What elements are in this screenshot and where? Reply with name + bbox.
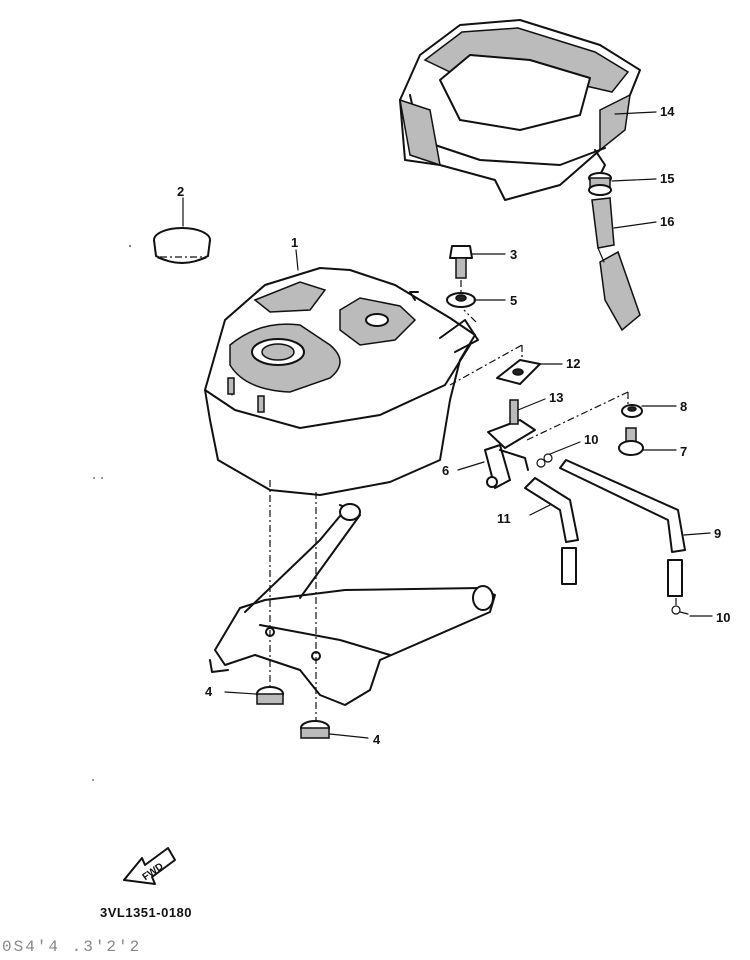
part-2-fuel-cap — [153, 227, 211, 264]
part-5-damper — [446, 292, 476, 308]
label-part-14: 14 — [660, 104, 675, 119]
label-part-7: 7 — [680, 444, 687, 459]
part-15-grommet — [588, 172, 612, 196]
forward-direction-arrow: FWD — [123, 847, 176, 885]
part-6-fuel-cock — [484, 399, 536, 489]
label-part-16: 16 — [660, 214, 674, 229]
label-part-3: 3 — [510, 247, 517, 262]
label-part-1: 1 — [291, 235, 298, 250]
label-part-13: 13 — [549, 390, 563, 405]
part-12-gasket — [496, 359, 541, 385]
part-9-vacuum-hose — [559, 459, 686, 597]
part-1-fuel-tank — [204, 267, 479, 496]
footer-noise-text: 0S4'4 .3'2'2 — [2, 938, 141, 956]
label-part-2: 2 — [177, 184, 184, 199]
label-part-10-upper: 10 — [584, 432, 598, 447]
label-part-11: 11 — [497, 511, 511, 526]
label-part-9: 9 — [714, 526, 721, 541]
label-part-15: 15 — [660, 171, 674, 186]
specks — [92, 245, 131, 781]
label-part-10-lower: 10 — [716, 610, 730, 625]
label-part-4-right: 4 — [373, 732, 381, 747]
part-11-fuel-hose — [524, 477, 579, 585]
label-part-12: 12 — [566, 356, 580, 371]
part-number-labels: 1 2 3 4 4 5 6 7 8 9 10 10 11 12 13 14 15… — [177, 104, 730, 747]
label-part-4-left: 4 — [205, 684, 213, 699]
frame-member — [209, 503, 496, 706]
part-14-shroud — [399, 19, 641, 201]
part-8-washer — [621, 404, 643, 418]
part-7-screw — [618, 427, 644, 456]
leader-lines — [182, 111, 713, 739]
drawing-code: 3VL1351-0180 — [100, 905, 192, 920]
label-part-6: 6 — [442, 463, 449, 478]
part-16-hose — [591, 197, 641, 332]
assembly-lines — [269, 280, 677, 722]
part-10-clips — [536, 453, 689, 615]
part-3-bolt — [449, 245, 473, 279]
label-part-5: 5 — [510, 293, 517, 308]
label-part-8: 8 — [680, 399, 687, 414]
part-4-mounts — [256, 686, 330, 739]
